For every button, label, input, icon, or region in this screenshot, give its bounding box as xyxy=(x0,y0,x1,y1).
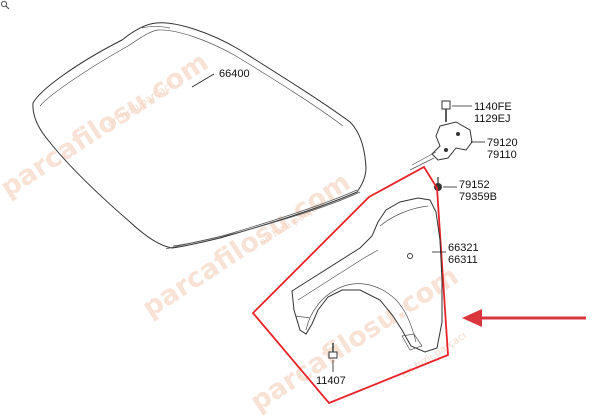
highlight-box xyxy=(251,165,449,405)
callout-bolt-b: 1129EJ xyxy=(474,113,511,125)
watermark-tagline-3: en hızlı parçacı xyxy=(400,330,469,380)
callout-stopper-b: 79359B xyxy=(459,191,497,203)
callout-fender-a: 66321 xyxy=(448,242,479,254)
callout-hinge-b: 79110 xyxy=(487,149,517,161)
callout-hinge-a: 79120 xyxy=(487,137,518,149)
callout-screw: 11407 xyxy=(316,375,346,387)
callout-fender-b: 66311 xyxy=(448,254,478,266)
front-fender xyxy=(291,197,443,353)
watermark: parcafilosu.com en hızlı parçacı parcafi… xyxy=(0,47,469,415)
magnifier-icon[interactable] xyxy=(0,0,10,10)
callout-stopper-a: 79152 xyxy=(459,179,490,191)
leader-hood xyxy=(191,73,215,88)
pointer-arrow-icon xyxy=(462,309,586,327)
watermark-brand-2: parcafilosu.com xyxy=(137,167,356,324)
callout-bolt-a: 1140FE xyxy=(474,101,512,113)
hood-panel xyxy=(32,22,367,250)
hood-hinge xyxy=(409,121,473,171)
screw-icon xyxy=(328,343,338,359)
callout-hood: 66400 xyxy=(219,68,250,80)
bolt-icon xyxy=(441,100,451,122)
